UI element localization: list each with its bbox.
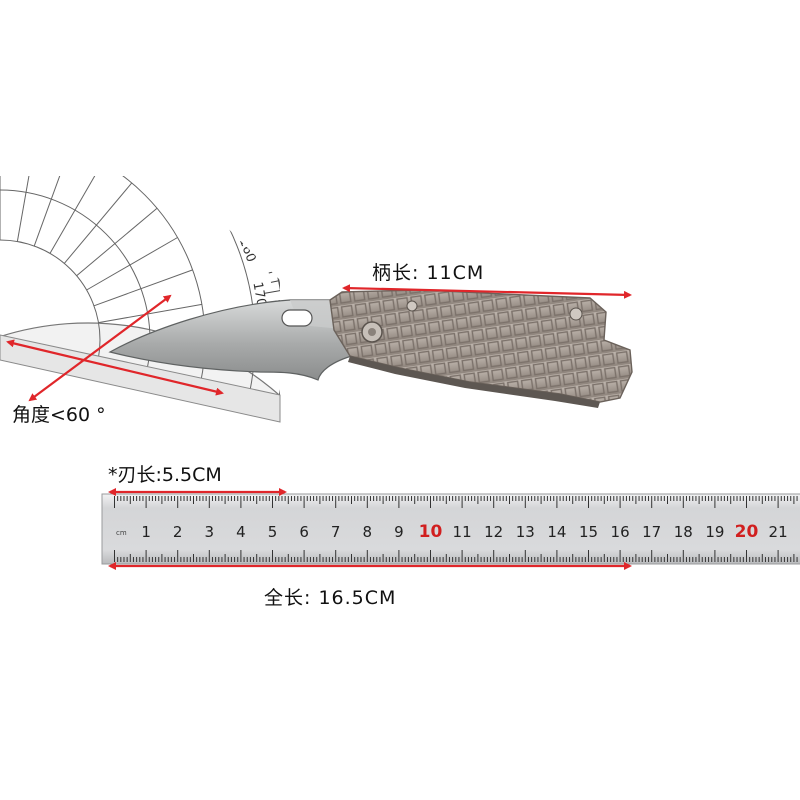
- ruler-number: 15: [579, 523, 598, 541]
- handle-length-arrow: [342, 284, 632, 299]
- ruler-number: 9: [394, 523, 404, 541]
- ruler-number: 3: [205, 523, 215, 541]
- angle-label: 角度<60 °: [12, 404, 106, 426]
- ruler-number: 13: [516, 523, 535, 541]
- handle-length-label: 柄长: 11CM: [372, 262, 485, 284]
- ruler-number: 11: [453, 523, 472, 541]
- blade-length-label: *刃长:5.5CM: [108, 464, 222, 486]
- ruler-number: 8: [363, 523, 373, 541]
- ruler-number: 7: [331, 523, 341, 541]
- ruler-number: 19: [705, 523, 724, 541]
- ruler-number: 10: [419, 522, 443, 542]
- total-length-label: 全长: 16.5CM: [264, 587, 397, 609]
- ruler-number: 20: [735, 522, 759, 542]
- ruler-number: 14: [547, 523, 566, 541]
- angle-side-arrow: [28, 294, 172, 402]
- ruler-number: 17: [642, 523, 661, 541]
- protractor-outer-label: 170: [249, 281, 268, 308]
- ruler-unit-label: cm: [116, 529, 127, 537]
- ruler-number: 6: [299, 523, 309, 541]
- handle-screw: [406, 300, 418, 312]
- ruler-number: 5: [268, 523, 278, 541]
- ruler-number: 1: [141, 523, 151, 541]
- handle-screw: [569, 307, 583, 321]
- ruler-number: 16: [611, 523, 630, 541]
- angle-base-arrow: [6, 339, 224, 396]
- ruler-number: 4: [236, 523, 246, 541]
- ruler-number: 12: [484, 523, 503, 541]
- ruler-number: 21: [769, 523, 788, 541]
- ruler-number: 18: [674, 523, 693, 541]
- ruler-number: 2: [173, 523, 183, 541]
